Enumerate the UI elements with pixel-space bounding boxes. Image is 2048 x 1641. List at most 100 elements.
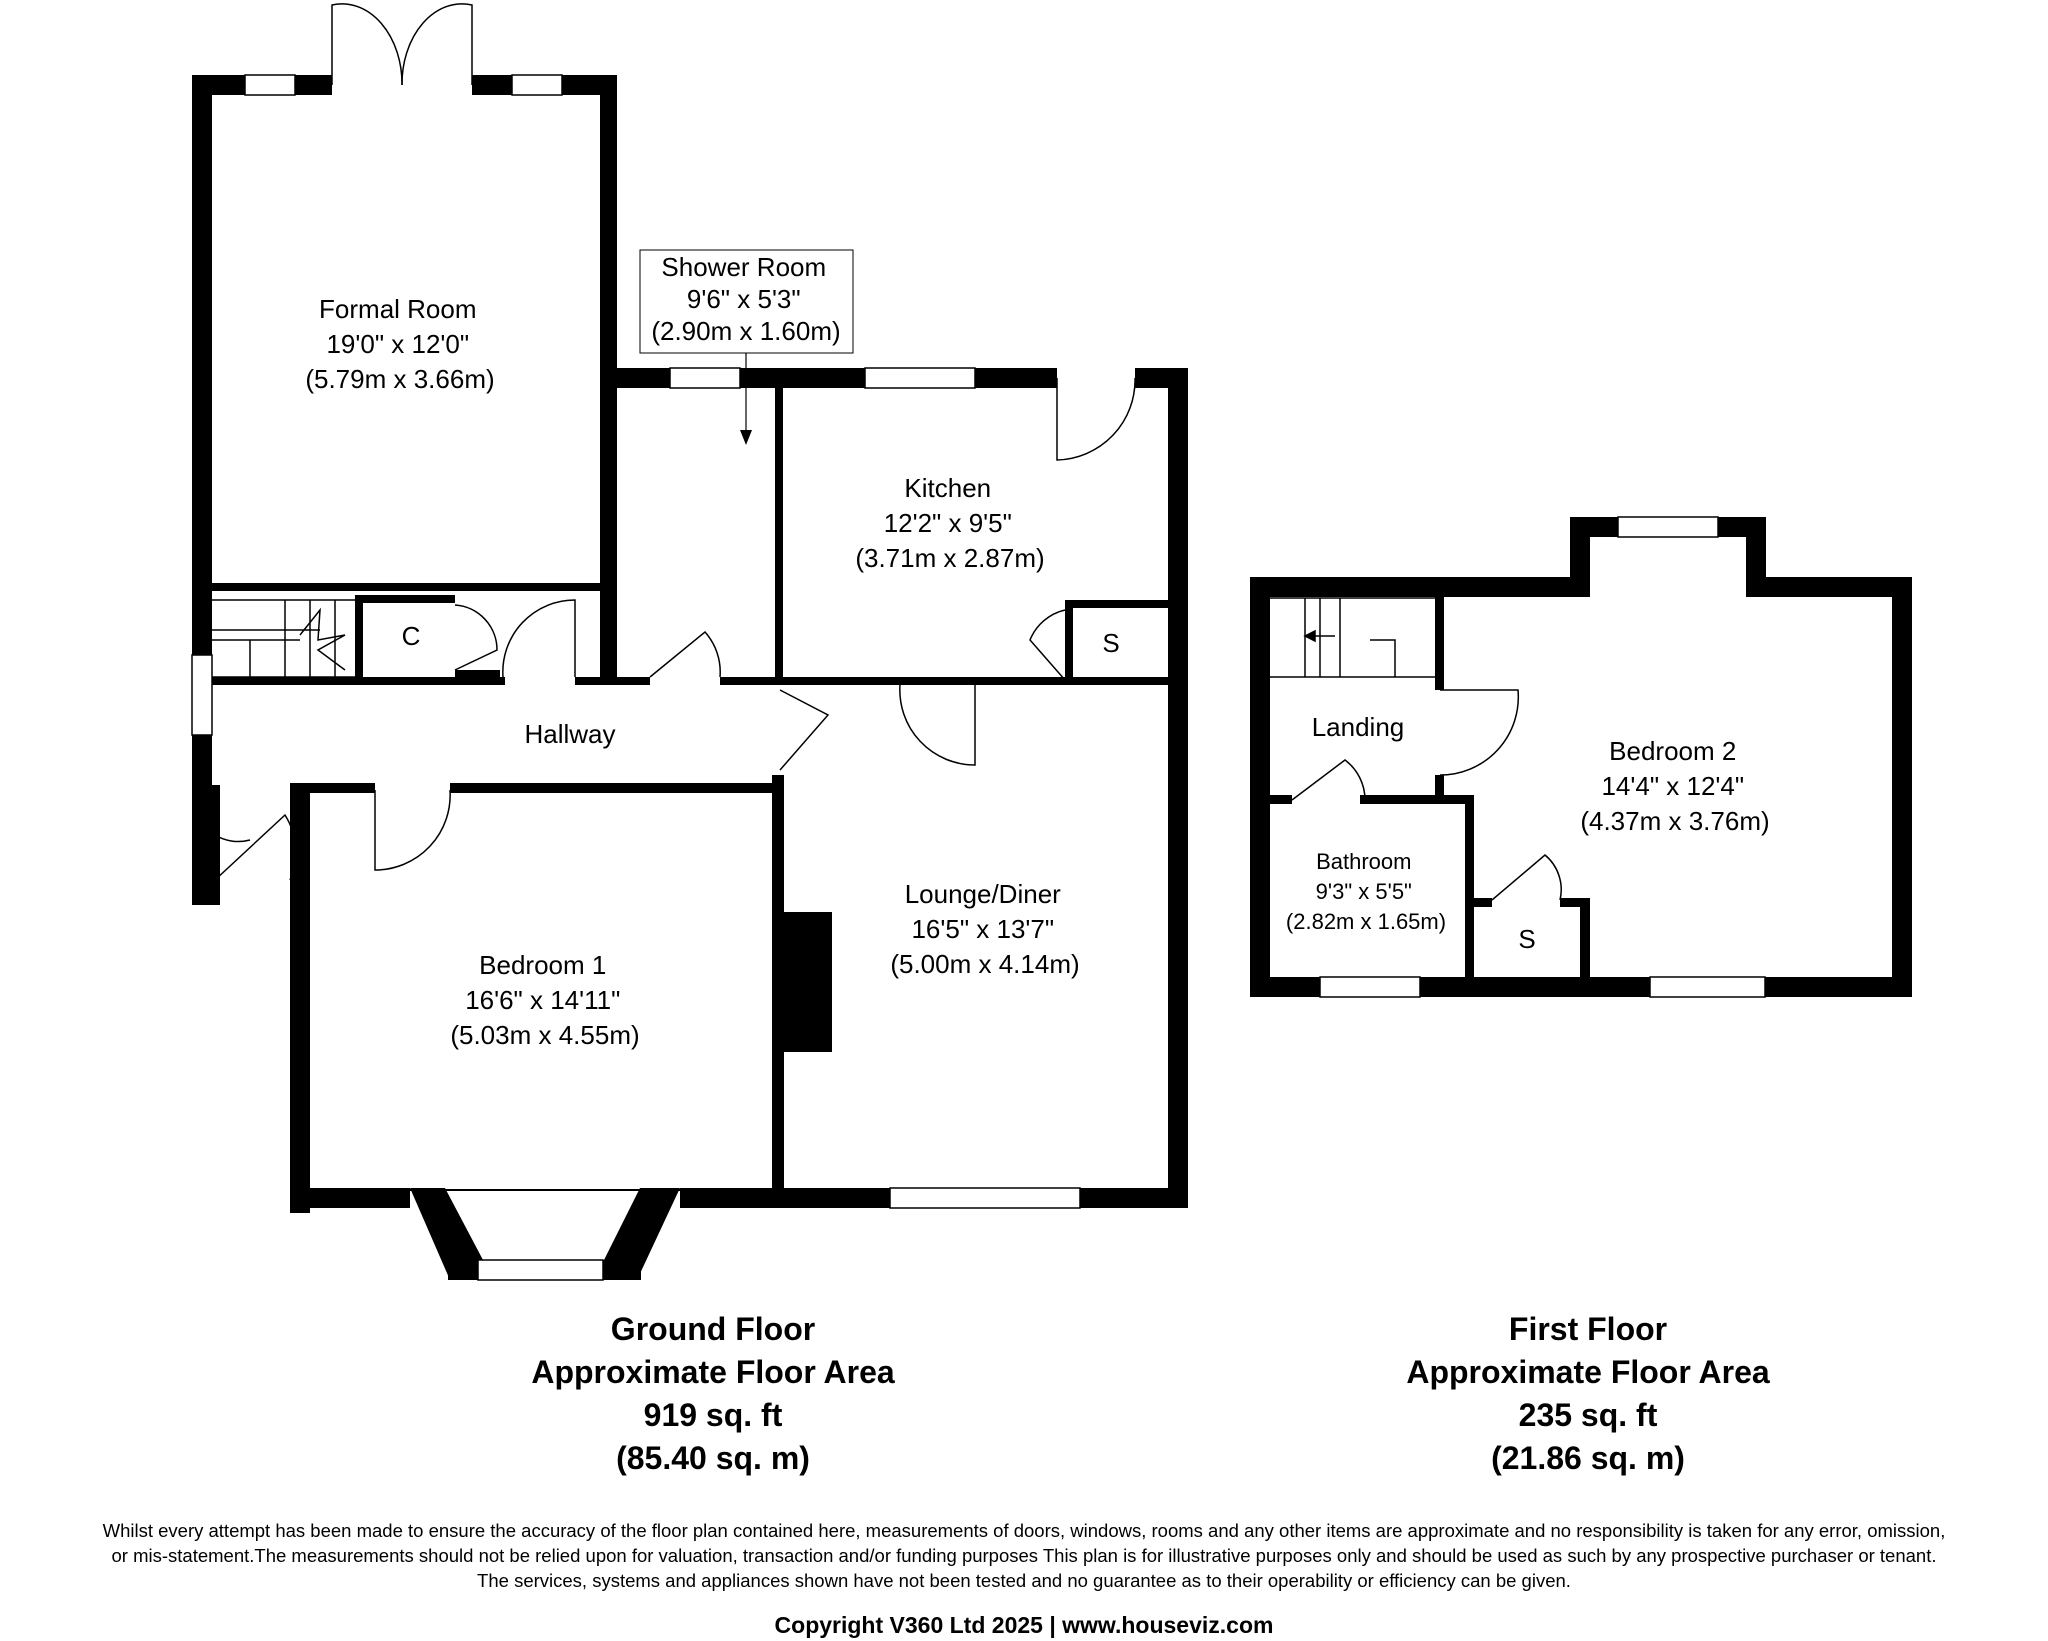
door-swing bbox=[1439, 689, 1520, 776]
door-swing bbox=[214, 813, 297, 881]
window bbox=[244, 74, 296, 96]
wall bbox=[775, 380, 783, 685]
wall bbox=[210, 785, 220, 905]
copyright: Copyright V360 Ltd 2025 | www.houseviz.c… bbox=[774, 1612, 1274, 1638]
wall bbox=[1892, 577, 1912, 997]
wall bbox=[1765, 977, 1912, 997]
window bbox=[511, 74, 563, 96]
door-swing bbox=[649, 630, 721, 678]
bedroom-1-label: Bedroom 1 16'6" x 14'11" (5.03m x 4.55m) bbox=[450, 950, 639, 1050]
wall bbox=[1420, 977, 1650, 997]
wall bbox=[410, 1188, 483, 1280]
door-swing bbox=[331, 3, 403, 86]
wall bbox=[295, 783, 375, 793]
wall bbox=[1746, 577, 1912, 597]
wall bbox=[1435, 775, 1444, 800]
window bbox=[669, 367, 741, 389]
bedroom-2-label: Bedroom 2 14'4" x 12'4" (4.37m x 3.76m) bbox=[1580, 736, 1769, 836]
wall bbox=[1262, 795, 1292, 804]
storage-label: S bbox=[1518, 924, 1535, 954]
disclaimer: Whilst every attempt has been made to en… bbox=[0, 1518, 2048, 1593]
disclaimer-line: Whilst every attempt has been made to en… bbox=[102, 1520, 1946, 1541]
wall bbox=[740, 368, 865, 388]
disclaimer-line: or mis-statement.The measurements should… bbox=[111, 1545, 1937, 1566]
wall bbox=[1570, 517, 1618, 537]
wall bbox=[975, 677, 1175, 685]
wall bbox=[720, 677, 780, 685]
window bbox=[1319, 976, 1421, 998]
chimney-breast bbox=[780, 912, 832, 1052]
cupboard-label: C bbox=[402, 621, 421, 651]
wall bbox=[355, 595, 363, 685]
window bbox=[864, 367, 976, 389]
area-sq-m: (85.40 sq. m) bbox=[616, 1440, 810, 1476]
wall bbox=[1580, 898, 1590, 983]
window bbox=[1617, 516, 1719, 538]
stairs bbox=[1270, 597, 1435, 678]
door-swing bbox=[1291, 759, 1366, 801]
wall bbox=[355, 595, 455, 603]
window bbox=[1649, 976, 1766, 998]
area-sq-ft: 919 sq. ft bbox=[643, 1397, 783, 1433]
shower-room-label-box bbox=[639, 249, 854, 354]
storage-label: S bbox=[1102, 628, 1119, 658]
door-swing bbox=[1029, 609, 1066, 681]
wall bbox=[1435, 590, 1444, 690]
stairs-arrow-head bbox=[1303, 629, 1316, 643]
shower-room-arrow bbox=[740, 430, 752, 445]
area-sq-ft: 235 sq. ft bbox=[1518, 1397, 1658, 1433]
wall bbox=[680, 1188, 890, 1208]
first-floor-plan bbox=[1250, 517, 1912, 997]
floor-name: Ground Floor bbox=[610, 1311, 816, 1347]
bathroom-label: Bathroom 9'3" x 5'5" (2.82m x 1.65m) bbox=[1286, 849, 1446, 934]
wall bbox=[1465, 795, 1474, 980]
wall bbox=[455, 670, 500, 678]
window bbox=[477, 1259, 604, 1281]
area-sq-m: (21.86 sq. m) bbox=[1491, 1440, 1685, 1476]
wall bbox=[450, 783, 780, 793]
wall bbox=[1360, 795, 1470, 804]
wall bbox=[975, 368, 1057, 388]
door-swing bbox=[1491, 854, 1562, 901]
stairs-arrow bbox=[299, 607, 346, 671]
landing-label: Landing bbox=[1312, 712, 1405, 742]
wall bbox=[1465, 898, 1492, 907]
door-swing bbox=[454, 604, 498, 671]
ground-floor-plan bbox=[192, 75, 1188, 1280]
wall bbox=[1250, 977, 1320, 997]
area-label: Approximate Floor Area bbox=[1406, 1354, 1770, 1390]
wall bbox=[290, 1188, 410, 1208]
wall bbox=[1250, 577, 1590, 597]
wall bbox=[775, 677, 975, 685]
wall bbox=[448, 1260, 478, 1280]
door-swing bbox=[214, 790, 251, 843]
shower-room-label: Shower Room 9'6" x 5'3" (2.90m x 1.60m) bbox=[651, 252, 840, 346]
floor-name: First Floor bbox=[1508, 1311, 1668, 1347]
first-floor-windows bbox=[1319, 516, 1766, 998]
area-label: Approximate Floor Area bbox=[531, 1354, 895, 1390]
hallway-label: Hallway bbox=[524, 719, 615, 749]
door-swing bbox=[401, 3, 473, 86]
wall bbox=[192, 75, 212, 905]
formal-room-label: Formal Room 19'0" x 12'0" (5.79m x 3.66m… bbox=[305, 294, 494, 394]
wall bbox=[1065, 600, 1073, 685]
wall bbox=[1560, 898, 1590, 907]
wall bbox=[772, 775, 784, 1205]
door-swing bbox=[779, 689, 830, 771]
wall bbox=[603, 1260, 641, 1280]
wall bbox=[1080, 1188, 1188, 1208]
door-swing bbox=[374, 789, 451, 871]
door-swing bbox=[502, 599, 576, 678]
window bbox=[191, 654, 213, 736]
kitchen-label: Kitchen 12'2" x 9'5" (3.71m x 2.87m) bbox=[855, 473, 1044, 573]
wall bbox=[575, 677, 650, 685]
window bbox=[889, 1187, 1081, 1209]
door-swing bbox=[899, 684, 976, 766]
wall bbox=[210, 583, 610, 591]
wall bbox=[1250, 577, 1270, 997]
wall bbox=[604, 1188, 680, 1280]
wall bbox=[1168, 368, 1188, 1208]
lounge-diner-label: Lounge/Diner 16'5" x 13'7" (5.00m x 4.14… bbox=[890, 879, 1079, 979]
disclaimer-line: The services, systems and appliances sho… bbox=[477, 1570, 1571, 1591]
ground-floor-doors bbox=[212, 3, 1136, 881]
